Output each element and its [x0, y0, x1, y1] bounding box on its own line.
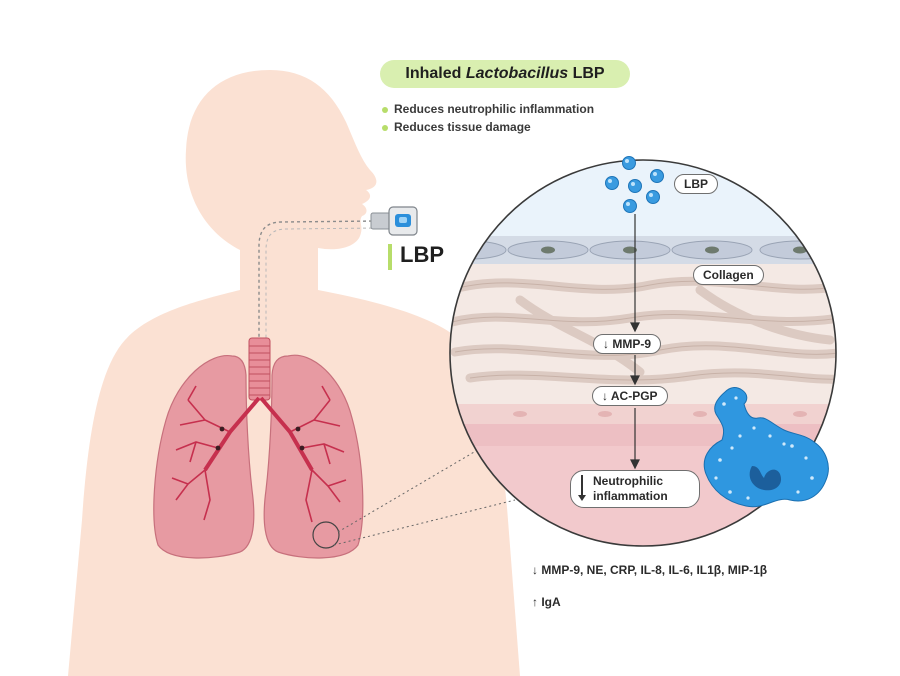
- benefit-item: Reduces neutrophilic inflammation: [394, 102, 595, 116]
- acpgp-pill: ↓ AC-PGP: [592, 386, 668, 406]
- neutrophil-icon: [703, 387, 829, 508]
- collagen-pill: Collagen: [693, 265, 764, 285]
- benefit-item: Reduces tissue damage: [394, 120, 531, 134]
- pathway-arrows: [630, 214, 640, 470]
- down-arrow-icon: [581, 475, 583, 497]
- biomarkers-down: ↓ MMP-9, NE, CRP, IL-8, IL-6, IL1β, MIP-…: [532, 563, 768, 577]
- zoom-source-circle: [312, 521, 340, 549]
- title-bar: Inhaled Lactobacillus LBP: [380, 60, 630, 88]
- biomarkers-up: ↑ IgA: [532, 595, 561, 609]
- neutro-line2: inflammation: [593, 489, 668, 503]
- bullet-dot: [382, 125, 388, 131]
- title-suffix: LBP: [572, 65, 605, 82]
- lbp-pill: LBP: [674, 174, 718, 194]
- neutrophilic-inflammation-pill: Neutrophilic inflammation: [570, 470, 700, 508]
- title-genus: Lactobacillus: [465, 65, 569, 82]
- title-prefix: Inhaled: [405, 65, 462, 82]
- device-label: LBP: [400, 242, 444, 267]
- lungs: [153, 337, 364, 559]
- inhaler-icon: [370, 206, 418, 236]
- neutro-line1: Neutrophilic: [593, 474, 664, 488]
- mmp9-pill: ↓ MMP-9: [593, 334, 661, 354]
- bullet-dot: [382, 107, 388, 113]
- lbp-accent-bar: [388, 244, 392, 270]
- down-arrow-head: [578, 495, 586, 501]
- inhalation-tube: [258, 220, 379, 348]
